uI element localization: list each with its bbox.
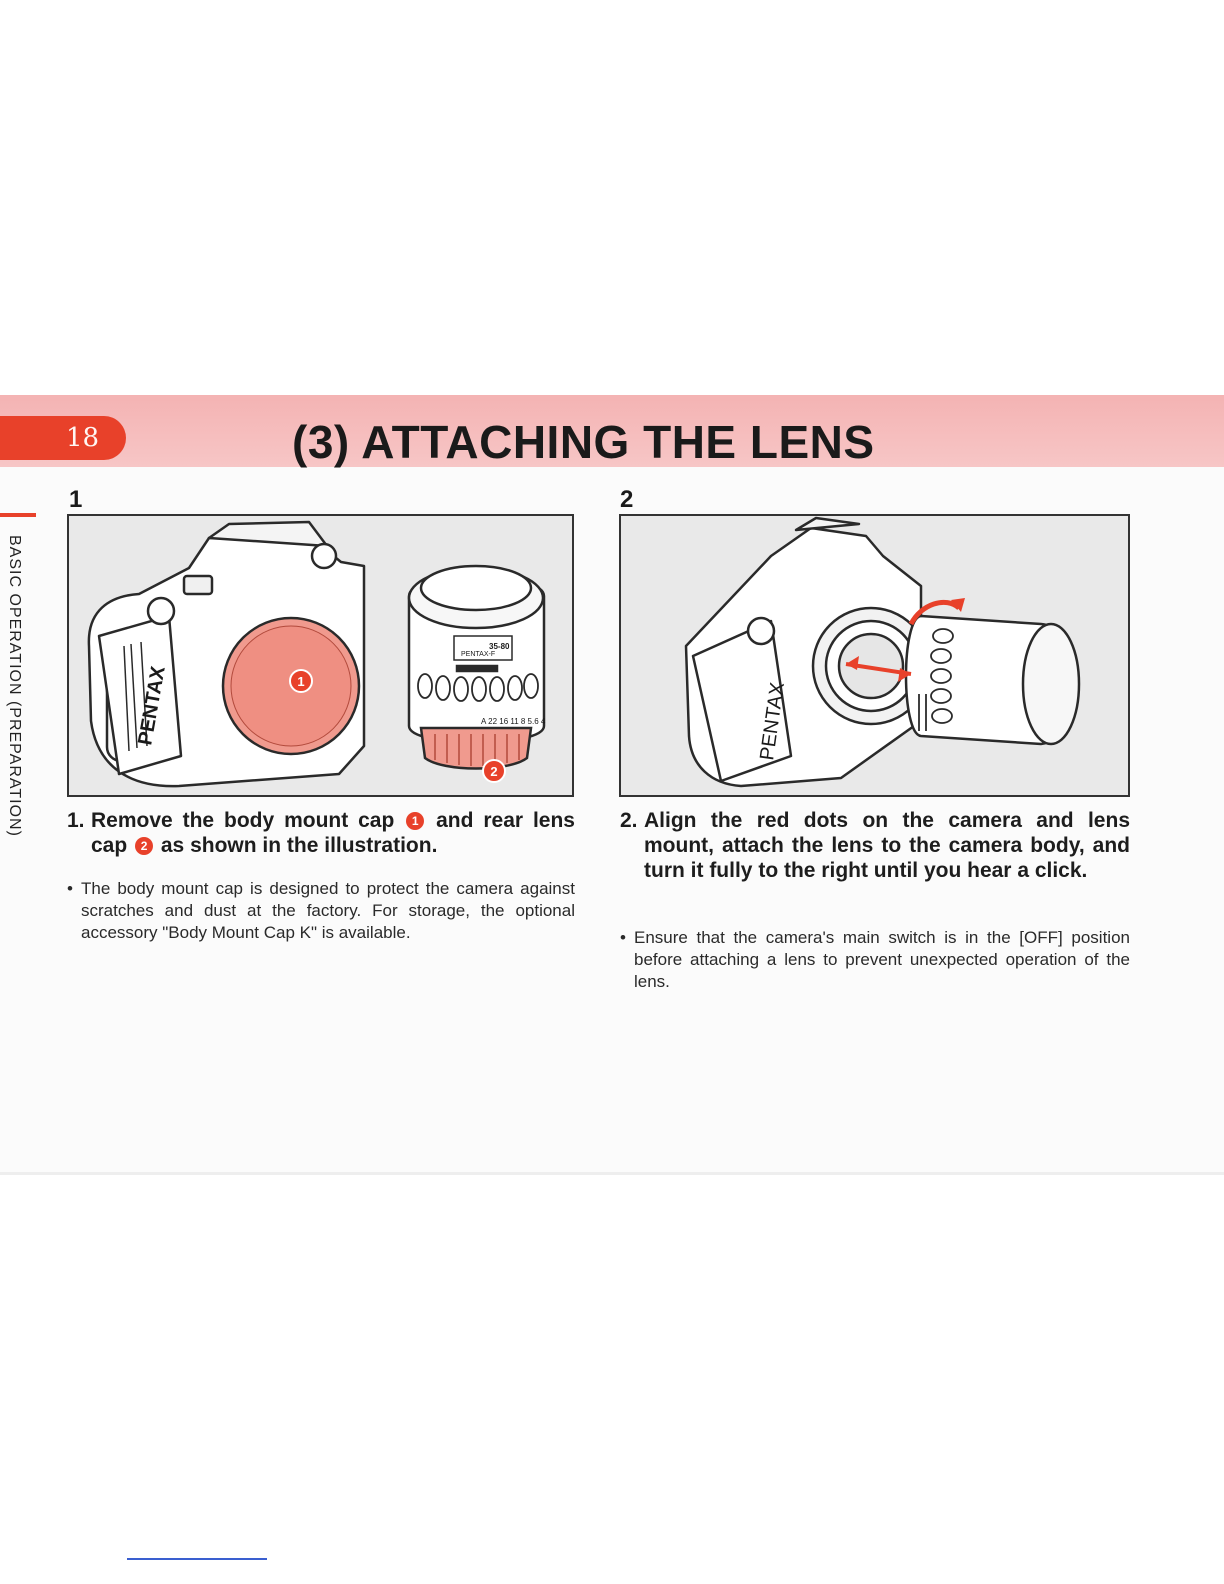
step-1-badge-1: 1 [406, 812, 425, 830]
camera-body-cap-drawing: PENTAX 1 PENTAX-F 35-80 A 22 16 11 8 5.6… [87, 520, 546, 788]
section-label-text: BASIC OPERATION (PREPARATION) [6, 535, 23, 837]
section-marker [0, 513, 36, 517]
callout-1: 1 [289, 669, 313, 693]
step-2-text: Align the red dots on the camera and len… [644, 809, 1130, 882]
step-1-badge-2: 2 [135, 837, 154, 855]
figure-1-number: 1 [69, 486, 83, 513]
bottom-rule [127, 1558, 267, 1560]
step-1-text-middle: and rear lens cap [91, 809, 575, 857]
page-bottom-edge [0, 1172, 1224, 1175]
lens-marking-aperture: A 22 16 11 8 5.6 4 [481, 717, 546, 726]
page-title: (3) ATTACHING THE LENS [292, 416, 875, 468]
step-2-number: 2. [620, 809, 638, 832]
camera-lens-attach-drawing: PENTAX [684, 516, 1081, 788]
header-band [0, 395, 1224, 467]
lens-marking-brand: PENTAX-F [461, 651, 495, 658]
step-1-instruction: 1. Remove the body mount cap 1 and rear … [67, 808, 575, 858]
step-1-text-before: Remove the body mount cap [91, 809, 395, 832]
lens-marking-focal: 35-80 [489, 642, 510, 651]
figure-1-illustration: PENTAX 1 PENTAX-F 35-80 A 22 16 11 8 5.6… [67, 514, 574, 797]
note-2-text: Ensure that the camera's main switch is … [634, 928, 1130, 991]
page-number-tab: 18 [0, 416, 126, 460]
note-1-text: The body mount cap is designed to protec… [81, 879, 575, 942]
step-1-number: 1. [67, 809, 85, 832]
note-2: • Ensure that the camera's main switch i… [620, 927, 1130, 993]
note-2-bullet: • [620, 928, 626, 947]
svg-text:1: 1 [297, 674, 304, 689]
figure-2-illustration: PENTAX [619, 514, 1130, 797]
step-2-instruction: 2. Align the red dots on the camera and … [620, 808, 1130, 883]
callout-2: 2 [482, 759, 506, 783]
section-label: BASIC OPERATION (PREPARATION) [1, 535, 41, 837]
note-1-bullet: • [67, 879, 73, 898]
figure-2-number: 2 [620, 486, 634, 513]
note-1: • The body mount cap is designed to prot… [67, 878, 575, 944]
svg-text:2: 2 [490, 764, 497, 779]
step-1-text-after: as shown in the illustration. [160, 834, 438, 857]
page-number: 18 [66, 423, 100, 453]
